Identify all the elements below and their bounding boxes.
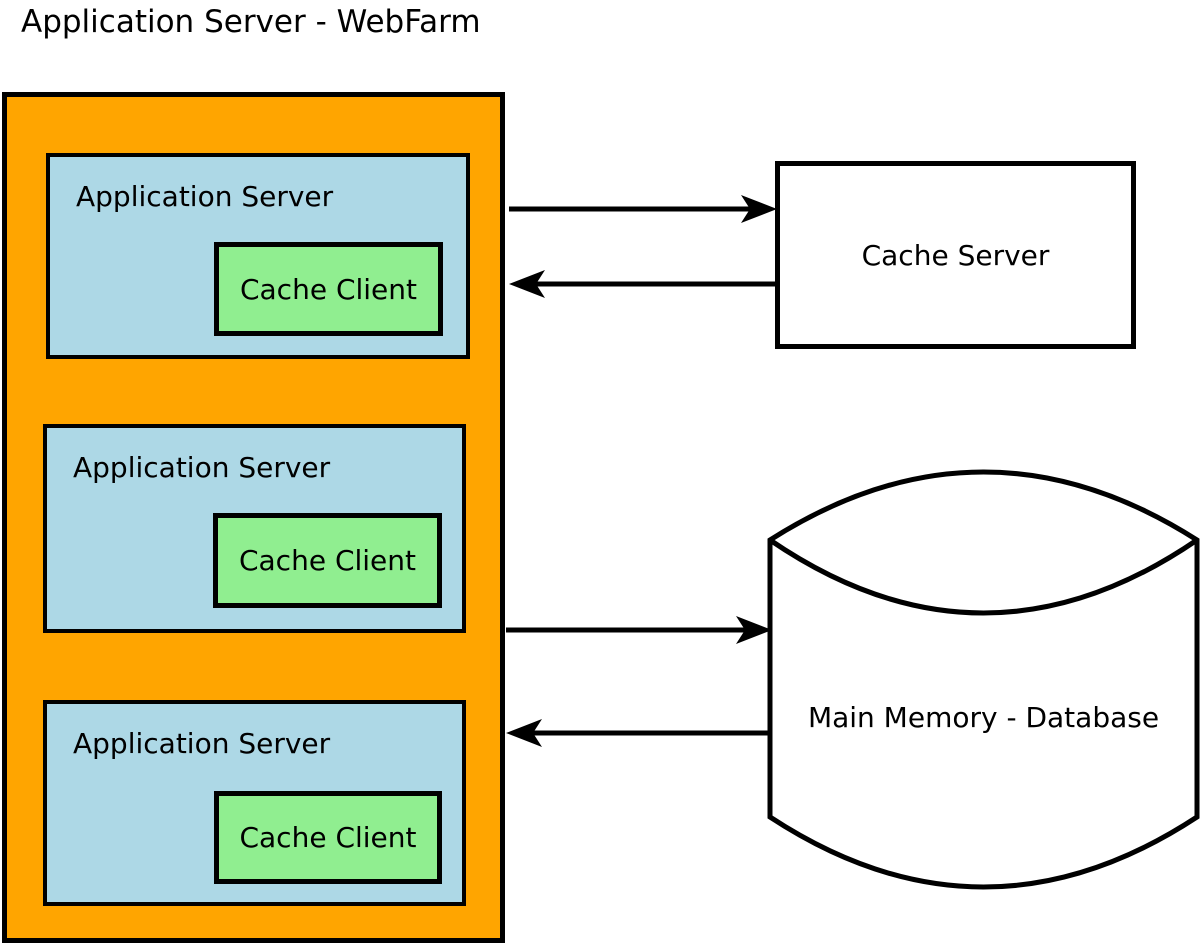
app-server-box-3: Application Server Cache Client bbox=[43, 700, 466, 906]
database-label: Main Memory - Database bbox=[807, 701, 1160, 734]
cache-client-box-3: Cache Client bbox=[214, 791, 442, 884]
database-cylinder-shape bbox=[767, 469, 1200, 890]
cache-client-label: Cache Client bbox=[239, 272, 418, 306]
cache-client-box-1: Cache Client bbox=[214, 242, 443, 336]
app-server-box-1: Application Server Cache Client bbox=[46, 153, 470, 359]
cache-server-node: Cache Server bbox=[775, 161, 1136, 349]
cache-client-box-2: Cache Client bbox=[213, 513, 442, 608]
app-server-label: Application Server bbox=[73, 727, 331, 760]
app-server-label: Application Server bbox=[73, 451, 331, 484]
database-cylinder-body bbox=[767, 469, 1200, 890]
app-server-box-2: Application Server Cache Client bbox=[43, 424, 466, 633]
arrow-webfarm-to-database bbox=[506, 616, 772, 644]
arrow-webfarm-to-cache-server bbox=[509, 195, 777, 223]
cache-client-label: Cache Client bbox=[239, 821, 417, 854]
cache-client-label: Cache Client bbox=[238, 544, 417, 577]
database-cylinder-inner-arc bbox=[768, 537, 1199, 616]
diagram-title: Application Server - WebFarm bbox=[21, 4, 481, 40]
app-server-label: Application Server bbox=[76, 180, 334, 213]
arrow-database-to-webfarm bbox=[506, 719, 768, 747]
cache-server-label: Cache Server bbox=[861, 238, 1050, 272]
arrow-cache-server-to-webfarm bbox=[509, 270, 775, 298]
webfarm-container: Application Server Cache Client Applicat… bbox=[2, 92, 505, 943]
